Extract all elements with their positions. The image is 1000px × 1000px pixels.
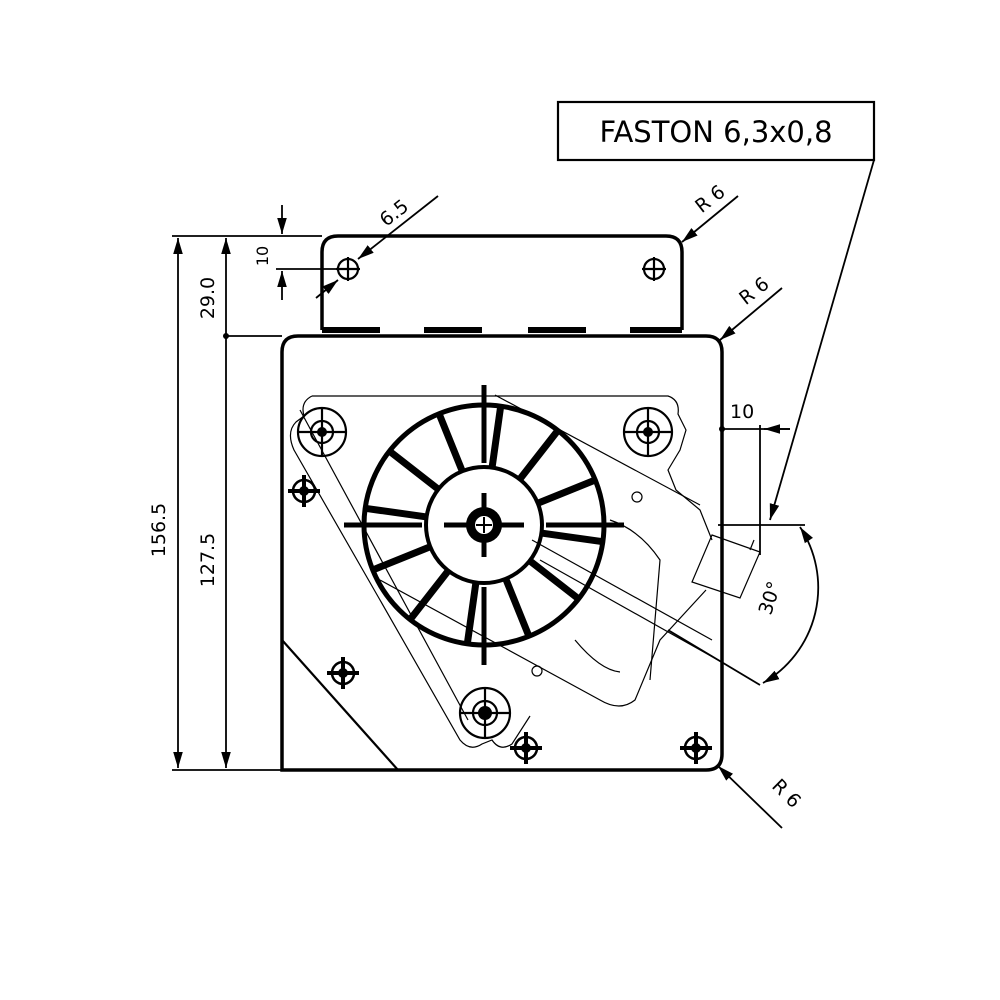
screw-top-right bbox=[622, 406, 674, 458]
impeller-hub-ring bbox=[424, 465, 544, 585]
connector-leader-line bbox=[769, 159, 875, 521]
fixing-holes bbox=[288, 475, 712, 764]
hole-offset-label: 10 bbox=[253, 246, 272, 266]
flange-hole-left bbox=[336, 257, 360, 281]
impeller-blade bbox=[502, 577, 533, 638]
impeller bbox=[344, 385, 624, 665]
impeller-blade bbox=[387, 448, 441, 493]
dim-hole-diameter: 6.5 bbox=[315, 195, 439, 299]
svg-text:R 6: R 6 bbox=[735, 273, 773, 310]
housing-outline bbox=[289, 394, 719, 748]
connector-offset-label: 10 bbox=[730, 401, 754, 423]
connector-label-box: FASTON 6,3x0,8 bbox=[556, 100, 876, 521]
svg-text:R 6: R 6 bbox=[691, 181, 729, 218]
screw-bottom-center bbox=[458, 686, 512, 740]
dim-outlet-angle: 30° bbox=[667, 524, 820, 686]
screw-top-left bbox=[296, 406, 348, 458]
vent-hole bbox=[531, 665, 543, 677]
radius-callout-body-bottom: R 6 bbox=[717, 765, 805, 829]
radius-callout-flange: R 6 bbox=[681, 181, 739, 243]
impeller-blade bbox=[435, 412, 466, 473]
impeller-blade bbox=[371, 543, 432, 574]
flange-height-label: 29.0 bbox=[197, 277, 219, 319]
radius-callout-body-top: R 6 bbox=[719, 273, 783, 341]
impeller-blade bbox=[540, 529, 604, 546]
flange-hole-right bbox=[642, 257, 666, 281]
mounting-flange bbox=[320, 234, 684, 333]
body-height-label: 127.5 bbox=[197, 533, 219, 587]
dim-body-height: 127.5 bbox=[197, 333, 282, 768]
impeller-blade bbox=[527, 557, 581, 602]
total-height-label: 156.5 bbox=[148, 503, 170, 557]
impeller-blade bbox=[364, 504, 428, 521]
impeller-blade bbox=[516, 428, 561, 482]
dim-total-height: 156.5 bbox=[148, 235, 322, 771]
impeller-blade bbox=[488, 405, 505, 469]
dim-hole-offset: 10 bbox=[253, 205, 338, 300]
connector-label: FASTON 6,3x0,8 bbox=[599, 115, 832, 149]
hole-diameter-label: 6.5 bbox=[376, 195, 413, 231]
dim-connector-offset: 10 bbox=[719, 400, 790, 700]
faston-connector bbox=[691, 534, 761, 599]
impeller-blade bbox=[463, 581, 480, 645]
svg-text:R 6: R 6 bbox=[767, 775, 805, 813]
impeller-blade bbox=[407, 568, 452, 622]
outlet-angle-label: 30° bbox=[755, 579, 786, 618]
impeller-blade bbox=[536, 476, 597, 507]
vent-hole bbox=[631, 491, 643, 503]
body-plate bbox=[280, 334, 724, 772]
dim-flange-height: 29.0 bbox=[197, 238, 231, 334]
